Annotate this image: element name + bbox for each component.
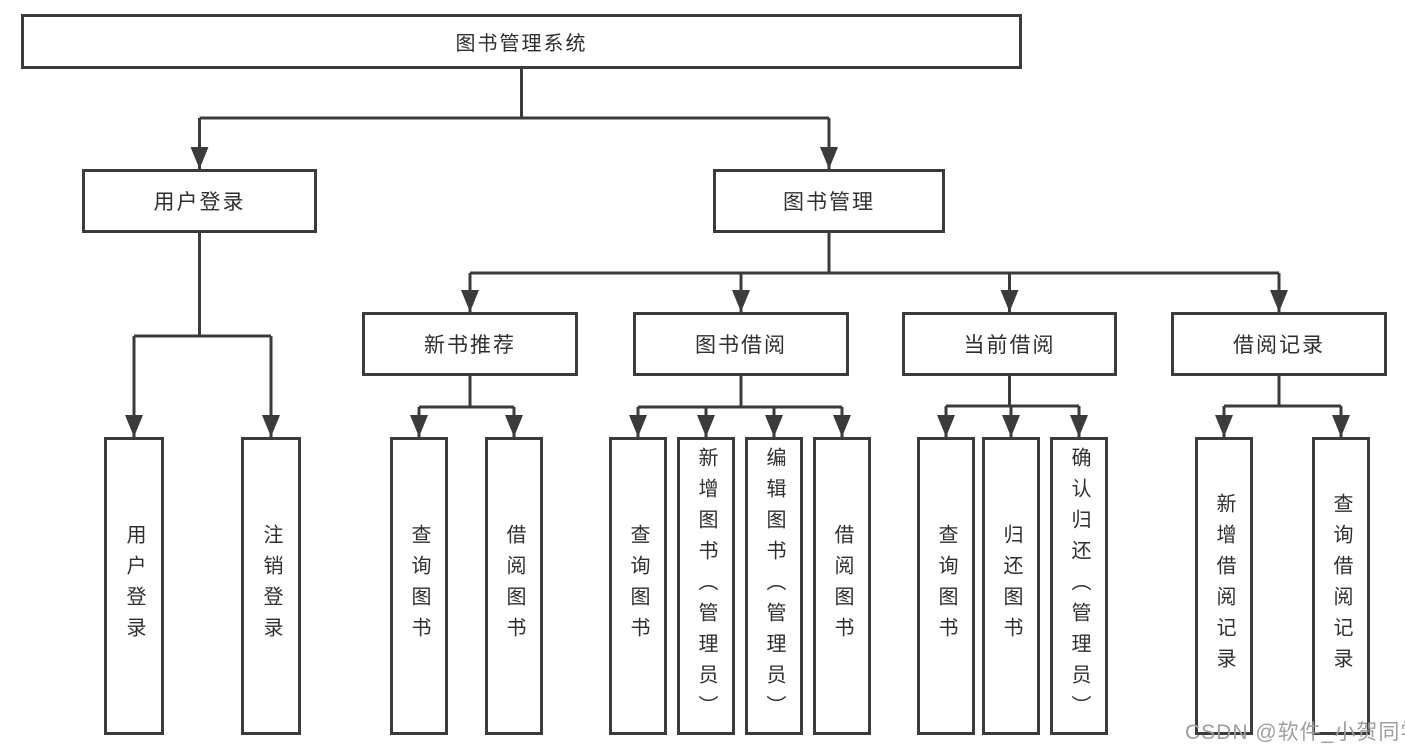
leaf-label: 借阅图书 xyxy=(503,524,525,648)
leaf-nbr-borrow-books: 借阅图书 xyxy=(485,437,543,735)
leaf-label: 用户登录 xyxy=(123,524,145,648)
leaf-bb-query-books: 查询图书 xyxy=(609,437,667,735)
leaf-user-login: 用户登录 xyxy=(104,437,164,735)
node-book-management: 图书管理 xyxy=(713,169,945,233)
node-label: 图书借阅 xyxy=(695,334,787,357)
leaf-label: 确认归还（管理员） xyxy=(1068,446,1090,726)
node-label: 用户登录 xyxy=(153,191,246,214)
connector-user-login-to-leaves xyxy=(125,233,280,437)
connector-new-book-to-leaves xyxy=(410,376,523,437)
leaf-cb-confirm-return-admin: 确认归还（管理员） xyxy=(1050,437,1108,735)
leaf-label: 编辑图书（管理员） xyxy=(763,446,785,726)
leaf-label: 查询图书 xyxy=(935,524,957,648)
leaf-label: 查询借阅记录 xyxy=(1330,493,1352,679)
csdn-watermark: CSDN @软件_小贺同学 xyxy=(1185,721,1405,744)
connector-current-borrowing-to-leaves xyxy=(937,376,1088,437)
node-library-management-system: 图书管理系统 xyxy=(21,14,1022,69)
node-borrowing-records: 借阅记录 xyxy=(1171,312,1387,376)
node-book-borrowing: 图书借阅 xyxy=(633,312,849,376)
leaf-bb-edit-books-admin: 编辑图书（管理员） xyxy=(745,437,803,735)
leaf-bb-borrow-books: 借阅图书 xyxy=(813,437,871,735)
node-label: 当前借阅 xyxy=(963,334,1056,357)
connector-book-borrowing-to-leaves xyxy=(629,376,851,437)
leaf-label: 注销登录 xyxy=(260,524,282,648)
leaf-label: 新增图书（管理员） xyxy=(695,446,717,726)
leaf-cb-query-books: 查询图书 xyxy=(917,437,975,735)
node-new-book-recommendation: 新书推荐 xyxy=(362,312,578,376)
node-label: 新书推荐 xyxy=(424,334,516,357)
leaf-label: 查询图书 xyxy=(408,524,430,648)
leaf-label: 新增借阅记录 xyxy=(1213,493,1235,679)
connector-root-to-level1 xyxy=(190,69,838,169)
node-label: 图书管理 xyxy=(783,191,875,214)
node-label: 借阅记录 xyxy=(1233,334,1325,357)
node-user-login: 用户登录 xyxy=(82,169,317,233)
leaf-label: 借阅图书 xyxy=(831,524,853,648)
node-current-borrowing: 当前借阅 xyxy=(902,312,1117,376)
leaf-br-query-record: 查询借阅记录 xyxy=(1312,437,1370,735)
leaf-cb-return-books: 归还图书 xyxy=(982,437,1040,735)
leaf-bb-add-books-admin: 新增图书（管理员） xyxy=(677,437,735,735)
node-label: 图书管理系统 xyxy=(455,33,588,55)
leaf-label: 查询图书 xyxy=(627,524,649,648)
leaf-br-add-record: 新增借阅记录 xyxy=(1195,437,1253,735)
connector-book-management-to-level2 xyxy=(461,233,1288,312)
leaf-logout: 注销登录 xyxy=(241,437,301,735)
leaf-label: 归还图书 xyxy=(1000,524,1022,648)
leaf-nbr-query-books: 查询图书 xyxy=(390,437,448,735)
connector-borrowing-records-to-leaves xyxy=(1215,376,1350,437)
